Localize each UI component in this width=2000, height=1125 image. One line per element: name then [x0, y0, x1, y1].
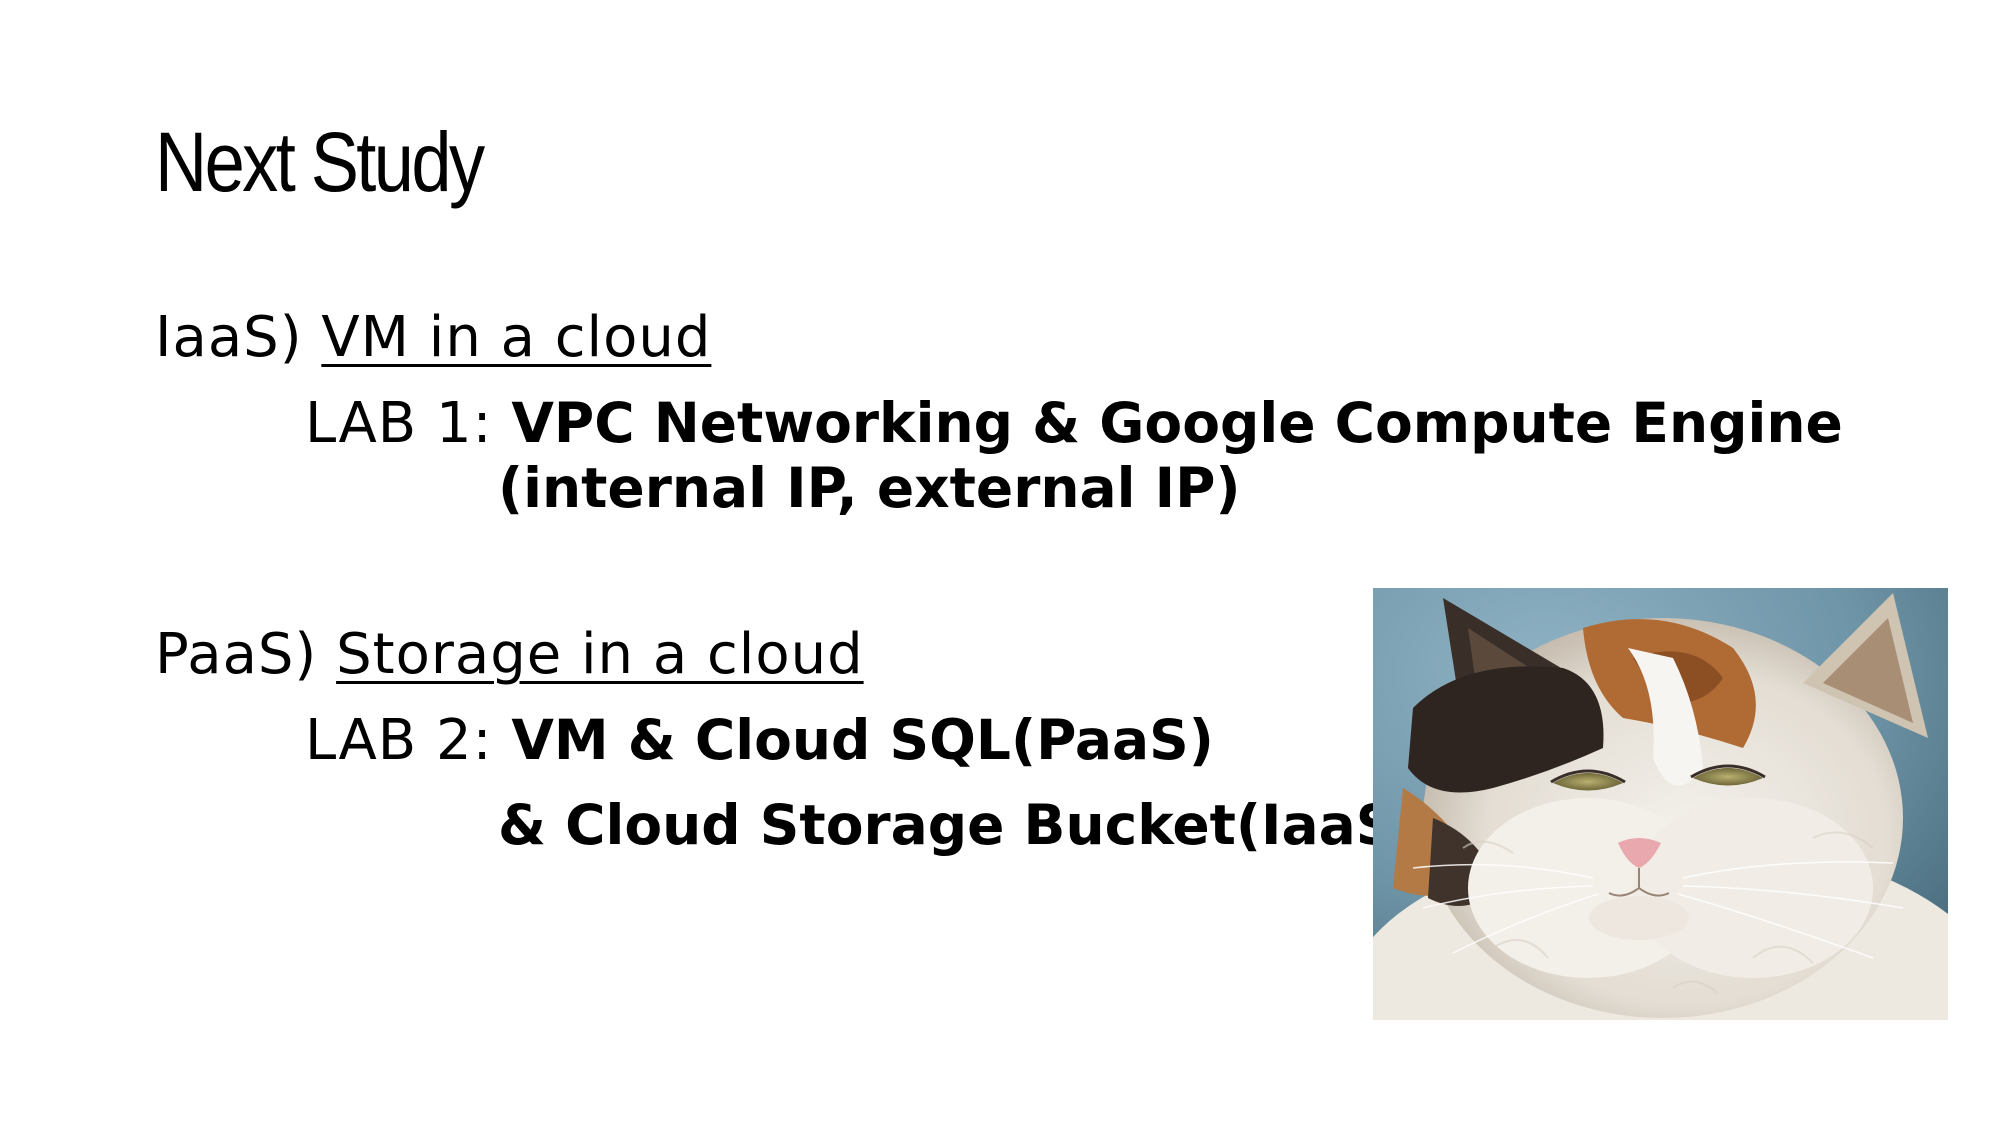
lab1-label: LAB 1: — [305, 391, 512, 456]
iaas-prefix: IaaS) — [155, 305, 322, 370]
paas-prefix: PaaS) — [155, 622, 337, 687]
slide-title: Next Study — [155, 115, 485, 209]
lab2-title-continued: & Cloud Storage Bucket(IaaS) — [498, 793, 1421, 857]
lab2-label: LAB 2: — [305, 708, 512, 773]
lab2-line: LAB 2: VM & Cloud SQL(PaaS) — [305, 713, 1214, 769]
lab2-title: VM & Cloud SQL(PaaS) — [511, 708, 1214, 772]
lab1-line: LAB 1: VPC Networking & Google Compute E… — [305, 396, 1843, 452]
iaas-topic: VM in a cloud — [321, 305, 712, 370]
iaas-heading: IaaS) VM in a cloud — [155, 310, 711, 366]
lab1-title: VPC Networking & Google Compute Engine — [511, 391, 1843, 455]
cat-photo — [1373, 588, 1948, 1020]
paas-topic: Storage in a cloud — [336, 622, 864, 687]
lab1-title-continued: (internal IP, external IP) — [498, 456, 1241, 520]
paas-heading: PaaS) Storage in a cloud — [155, 627, 864, 683]
